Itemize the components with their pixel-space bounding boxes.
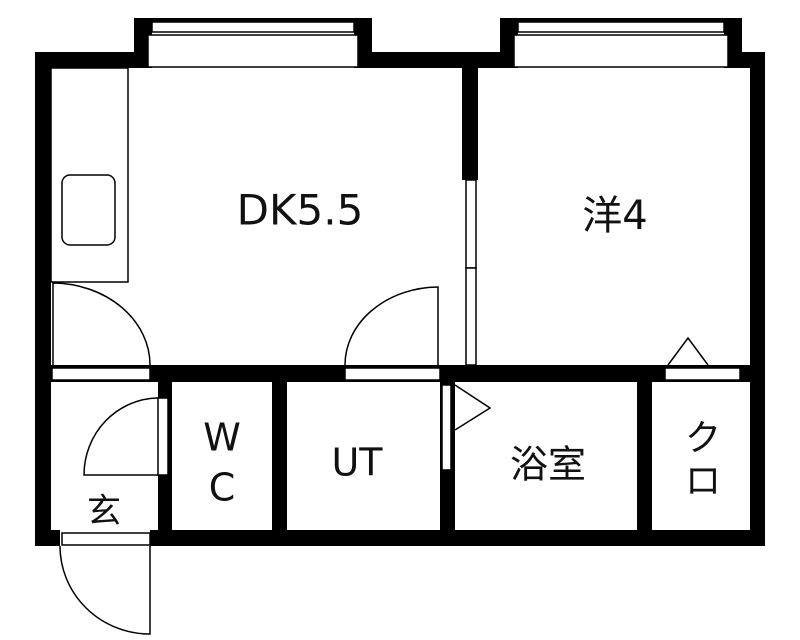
closet-marker-icon <box>667 336 709 366</box>
room-label-bathroom: 浴室 <box>510 443 586 487</box>
door-bathroom <box>454 384 492 431</box>
window-right <box>500 18 742 68</box>
room-label-entrance: 玄 <box>87 492 121 532</box>
door-dk-entrance <box>52 282 151 366</box>
room-label-wc-c: C <box>209 466 236 510</box>
door-front <box>59 545 151 635</box>
room-label-western: 洋4 <box>582 193 647 239</box>
sink-icon <box>61 174 116 246</box>
room-label-closet-ku: ク <box>685 418 721 459</box>
kitchen-counter <box>50 67 129 283</box>
room-label-dk: DK5.5 <box>237 186 364 235</box>
outer-walls <box>35 52 765 546</box>
interior-walls <box>35 68 765 546</box>
room-label-utility: UT <box>331 441 383 485</box>
door-dk-utility <box>344 286 439 366</box>
window-left <box>134 18 372 68</box>
room-label-wc-w: W <box>203 416 241 460</box>
room-label-closet-ro: ロ <box>685 461 721 502</box>
door-wc <box>83 397 159 476</box>
